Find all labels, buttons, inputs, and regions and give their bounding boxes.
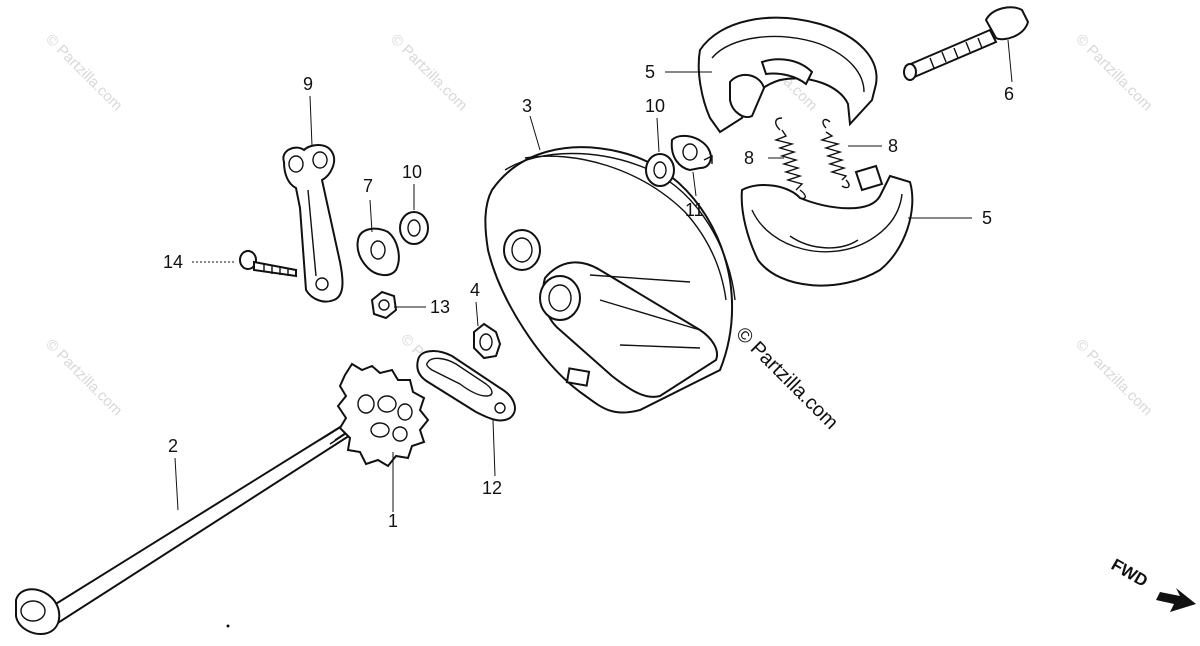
callout-8-left: 8 <box>744 148 754 168</box>
callout-10-upper: 10 <box>645 96 665 116</box>
watermark-faint: © Partzilla.com <box>1072 31 1155 114</box>
brake-panel-part[interactable] <box>484 146 736 414</box>
watermark-faint: © Partzilla.com <box>42 31 125 114</box>
watermark-faint: © Partzilla.com <box>387 31 470 114</box>
tab-washer-part[interactable] <box>670 134 713 172</box>
callouts: 1 2 3 4 5 5 6 7 8 8 9 10 10 11 12 13 14 <box>163 62 1014 531</box>
callout-9: 9 <box>303 74 313 94</box>
callout-3: 3 <box>522 96 532 116</box>
bolt-part[interactable] <box>239 250 297 278</box>
forward-arrow-icon <box>1156 588 1196 612</box>
cam-shaft-part[interactable] <box>903 6 1030 81</box>
washer-part-upper[interactable] <box>645 153 675 187</box>
callout-1: 1 <box>388 511 398 531</box>
watermark-faint: © Partzilla.com <box>42 336 125 419</box>
dot-mark <box>226 624 230 628</box>
spring-part-left[interactable] <box>773 117 806 200</box>
nut-part[interactable] <box>370 290 398 320</box>
forward-direction-indicator: FWD <box>1108 555 1196 612</box>
watermark-faint: © Partzilla.com <box>1072 336 1155 419</box>
spring-part-right[interactable] <box>819 118 850 189</box>
callout-13: 13 <box>430 297 450 317</box>
seal-part-lower[interactable] <box>399 211 429 245</box>
callout-7: 7 <box>363 176 373 196</box>
callout-8-right: 8 <box>888 136 898 156</box>
brake-shoe-part-lower[interactable] <box>740 164 914 287</box>
leader-lines <box>174 39 1013 512</box>
brake-arm-part[interactable] <box>282 144 344 303</box>
callout-6: 6 <box>1004 84 1014 104</box>
callout-12: 12 <box>482 478 502 498</box>
callout-11: 11 <box>685 200 704 220</box>
indicator-plate-part[interactable] <box>356 227 400 276</box>
fwd-label: FWD <box>1108 555 1151 591</box>
callout-5-lower: 5 <box>982 208 992 228</box>
callout-14: 14 <box>163 252 183 272</box>
callout-4: 4 <box>470 280 480 300</box>
watermark-main: © Partzilla.com <box>731 323 842 434</box>
brake-shoe-part-upper[interactable] <box>697 16 878 134</box>
sprocket-part[interactable] <box>336 362 430 468</box>
plate-part[interactable] <box>416 350 516 422</box>
callout-10-lower: 10 <box>402 162 422 182</box>
axle-part[interactable] <box>15 419 357 635</box>
callout-5-upper: 5 <box>645 62 655 82</box>
clip-part[interactable] <box>473 322 502 360</box>
callout-2: 2 <box>168 436 178 456</box>
